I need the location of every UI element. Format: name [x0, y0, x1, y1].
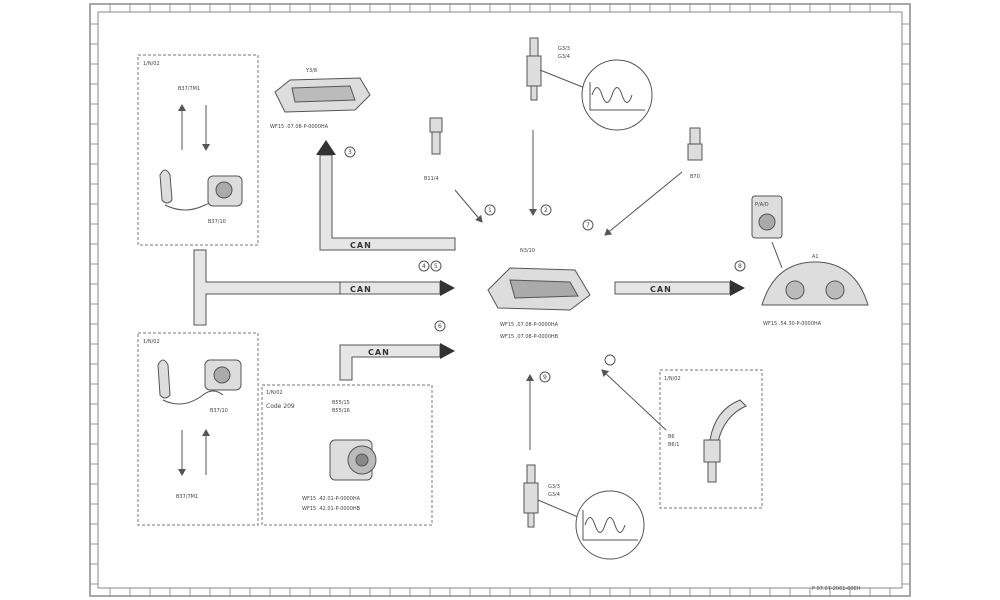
compressor-icon: [329, 439, 377, 481]
right-box-tag: 1/N/02: [664, 376, 681, 382]
code-209-sensor-1: B55/15: [332, 400, 350, 406]
top-oxygen-code-1: G3/3: [558, 46, 570, 52]
temperature-sensor-icon: [429, 117, 443, 155]
ecu-ref-2: WF15 .07.08-P-0000HB: [500, 334, 559, 340]
dashboard-icon: [761, 261, 869, 306]
top-signal-scope: [581, 59, 653, 131]
ref-number-3: 3: [348, 149, 352, 156]
code-209-text: Code 209: [266, 403, 295, 410]
ecu-ref-1: WF15 .07.08-P-0000HA: [500, 322, 559, 328]
top-left-group-tag: 1/N/02: [143, 61, 160, 67]
ref-number-1: 1: [488, 207, 492, 214]
bottom-waveform-icon: [582, 510, 638, 541]
central-ecu: N3/10 WF15 .07.08-P-0000HA WF15 .07.08-P…: [487, 248, 591, 340]
top-left-group: 1/N/02 B37/7M1 B37/10: [137, 54, 259, 246]
can-label-middle: CAN: [350, 285, 372, 294]
oxygen-probe-icon-bottom: [523, 464, 539, 528]
selector-panel-icon: [751, 195, 783, 239]
ref-number-9: 9: [543, 374, 547, 381]
cluster-code: A1: [812, 254, 819, 260]
ref-number-7: 7: [586, 222, 590, 229]
bottom-signal-scope: [575, 490, 645, 560]
top-waveform-icon: [589, 82, 645, 111]
can-bus-top: CAN 3: [316, 140, 456, 251]
right-sensor-box: 1/N/02 B6 B6/1: [601, 354, 763, 509]
sensor-b70: B70 7: [582, 127, 703, 236]
top-module: Y3/8 WF15 .07.08-P-0000HA: [270, 68, 371, 130]
top-module-code: Y3/8: [305, 68, 317, 74]
left-t-connector: [193, 249, 341, 326]
top-module-ref: WF15 .07.08-P-0000HA: [270, 124, 329, 130]
can-bus-bottom: CAN 6: [339, 320, 455, 381]
ref-number-8: 8: [738, 263, 742, 270]
bottom-left-group: 1/N/02 B37/10 B37/7M1: [137, 332, 259, 526]
ref-number-4: 4: [422, 263, 426, 270]
code-209-box-tag: 1/N/02: [266, 390, 283, 396]
top-left-sensor-label: B37/10: [208, 219, 226, 225]
instrument-cluster: P/A/D A1 WF15 .54.30-P-0000HA: [751, 195, 869, 327]
sensor-b11: B11/4 1: [424, 117, 496, 223]
outer-frame: [89, 3, 911, 597]
right-box-code-1: B6: [668, 434, 675, 440]
sensor-b11-code: B11/4: [424, 176, 439, 182]
top-oxygen-sensor: G3/3 G3/4 2: [526, 37, 653, 216]
footer-code: P 07.07-2061-09EH: [812, 586, 861, 592]
sensor-b70-code: B70: [690, 174, 700, 180]
can-label-top: CAN: [350, 241, 372, 250]
ref-number-5: 5: [434, 263, 438, 270]
can-bus-right: CAN 8: [614, 260, 746, 296]
bottom-oxygen-code-2: G3/4: [548, 492, 560, 498]
cluster-panel-label: P/A/D: [755, 202, 769, 208]
bottom-oxygen-sensor: 9 G3/3 G3/4: [523, 371, 645, 560]
bottom-left-sensor-bottom-label: B37/7M1: [176, 494, 198, 500]
ref-number-2: 2: [544, 207, 548, 214]
top-left-sensor-icon: [159, 169, 243, 211]
code-209-ref-2: WF15 .42.01-P-0000HB: [302, 506, 361, 512]
ecu-code: N3/10: [520, 248, 535, 254]
top-oxygen-code-2: G3/4: [558, 54, 570, 60]
can-label-right: CAN: [650, 285, 672, 294]
ref-number-6: 6: [438, 323, 442, 330]
top-left-sensor-top-label: B37/7M1: [178, 86, 200, 92]
code-209-ref-1: WF15 .42.01-P-0000HA: [302, 496, 361, 502]
code-209-sensor-2: B55/16: [332, 408, 350, 414]
transmission-module-icon: [274, 77, 371, 113]
right-box-code-2: B6/1: [668, 442, 679, 448]
code-209-box: 1/N/02 Code 209 B55/15 B55/16 WF15 .42.0…: [261, 384, 433, 526]
can-bus-middle: CAN 4 5: [339, 260, 455, 296]
camshaft-sensor-icon: [703, 399, 747, 483]
can-label-bottom: CAN: [368, 348, 390, 357]
bottom-left-sensor-label: B37/10: [210, 408, 228, 414]
oxygen-probe-icon: [526, 37, 542, 101]
ref-circle-3: [344, 146, 356, 158]
position-sensor-icon: [687, 127, 703, 161]
bottom-oxygen-code-1: G3/3: [548, 484, 560, 490]
cluster-ref: WF15 .54.30-P-0000HA: [763, 321, 822, 327]
bottom-left-group-tag: 1/N/02: [143, 339, 160, 345]
bottom-left-sensor-icon: [157, 359, 242, 405]
ecu-icon: [487, 267, 591, 311]
